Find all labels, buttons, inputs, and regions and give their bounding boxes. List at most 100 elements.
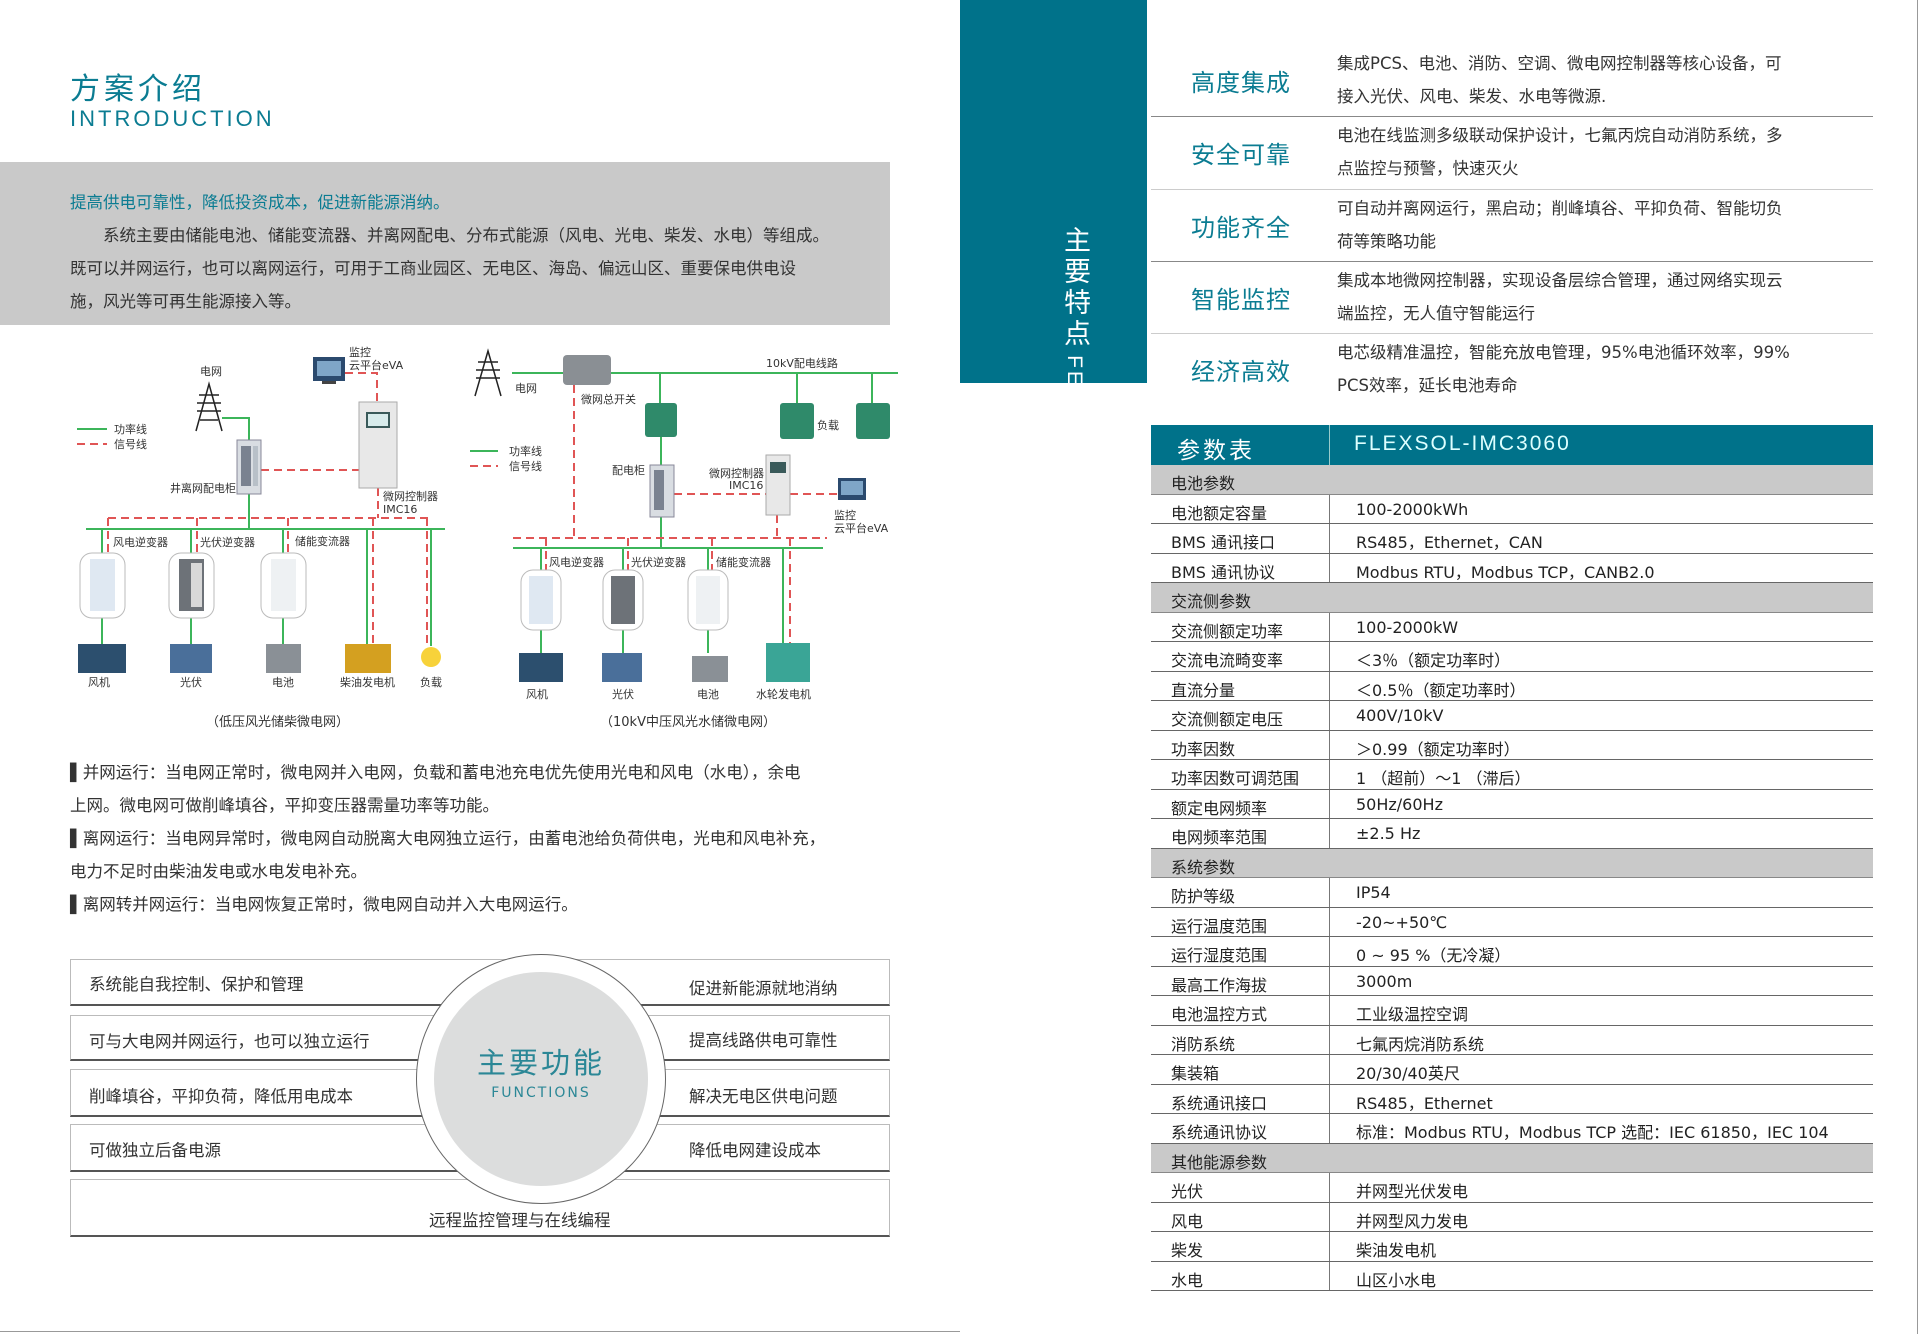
grid-tower-icon: [474, 348, 502, 397]
param-value: 1 （超前）～1 （滞后）: [1356, 769, 1531, 788]
param-label: 柴发: [1171, 1241, 1204, 1260]
param-label: BMS 通讯接口: [1171, 533, 1276, 552]
label-controller-model: IMC16: [383, 503, 418, 516]
param-label: 最高工作海拔: [1171, 975, 1268, 995]
wind-turbine-image: [78, 644, 126, 673]
intro-text-line: 施，风光等可再生能源接入等。: [70, 292, 301, 311]
feature-desc: 端监控，无人值守智能运行: [1337, 304, 1535, 323]
signal-lines-low: [77, 372, 428, 646]
label-pv: 光伏: [612, 688, 634, 701]
param-value: 七氟丙烷消防系统: [1356, 1034, 1485, 1054]
label-load: 负载: [817, 419, 839, 432]
inverter-icons: [79, 552, 307, 619]
feature-desc: 可自动并离网运行，黑启动；削峰填谷、平抑负荷、智能切负: [1337, 199, 1783, 218]
param-row: 光伏并网型光伏发电: [1151, 1173, 1873, 1203]
label-storage-converter: 储能变流器: [295, 535, 350, 548]
controller-icon: [765, 454, 791, 516]
mode-text-line: ▌并网运行：当电网正常时，微电网并入电网，负载和蓄电池充电优先使用光电和风电（水…: [70, 763, 801, 782]
column-divider: [1329, 937, 1330, 966]
param-value: 并网型风力发电: [1356, 1211, 1469, 1231]
param-label: 集装箱: [1171, 1064, 1220, 1083]
label-pv: 光伏: [180, 676, 202, 689]
label-controller: 微网控制器: [709, 467, 764, 480]
feature-item: 安全可靠 电池在线监测多级联动保护设计，七氟丙烷自动消防系统，多 点监控与预警，…: [1151, 117, 1873, 190]
feature-desc: 接入光伏、风电、柴发、水电等微源.: [1337, 87, 1607, 106]
label-cloud-platform: 云平台eVA: [349, 359, 404, 372]
label-wind-inverter: 风电逆变器: [549, 556, 604, 569]
label-cloud-platform: 云平台eVA: [834, 522, 889, 535]
label-wind-inverter: 风电逆变器: [113, 536, 168, 549]
param-row: 水电山区小水电: [1151, 1261, 1873, 1291]
bulb-icon: [421, 647, 441, 667]
functions-subtitle: FUNCTIONS: [491, 1085, 591, 1101]
column-divider: [1329, 1202, 1330, 1231]
column-divider: [1329, 612, 1330, 641]
label-controller-model: IMC16: [729, 479, 764, 492]
param-row: 电池温控方式工业级温控空调: [1151, 996, 1873, 1026]
mode-text-line: ▌离网转并网运行：当电网恢复正常时，微电网自动并入大电网运行。: [70, 895, 578, 914]
param-value: ＞0.99（额定功率时）: [1356, 739, 1520, 759]
grid-cabinet-icon: [236, 439, 262, 495]
param-value: 100-2000kWh: [1356, 499, 1469, 519]
param-label: 直流分量: [1171, 680, 1236, 700]
function-item: 可与大电网并网运行，也可以独立运行: [89, 1032, 370, 1051]
param-row: 运行温度范围-20~+50℃: [1151, 907, 1873, 937]
param-value: 50Hz/60Hz: [1356, 794, 1443, 814]
param-value: -20~+50℃: [1356, 912, 1448, 932]
label-grid: 电网: [200, 365, 222, 378]
functions-title: 主要功能: [476, 1046, 605, 1080]
label-grid: 电网: [515, 382, 537, 395]
param-row: 额定电网频率 50Hz/60Hz: [1151, 789, 1873, 819]
column-divider: [1329, 996, 1330, 1025]
label-hydro: 水轮发电机: [756, 688, 811, 701]
intro-title: 方案介绍: [70, 72, 206, 107]
column-divider: [1329, 1025, 1330, 1054]
label-wind: 风机: [88, 676, 110, 689]
column-divider: [1329, 1084, 1330, 1113]
param-label: 额定电网频率: [1171, 798, 1268, 818]
param-section-label: 系统参数: [1171, 857, 1236, 877]
param-label: 功率因数可调范围: [1171, 769, 1300, 788]
column-divider: [1329, 789, 1330, 818]
feature-title: 高度集成: [1191, 69, 1291, 97]
grid-tower-icon: [195, 381, 223, 432]
column-divider: [1329, 671, 1330, 700]
param-table-title: 参数表: [1177, 438, 1255, 464]
param-row: 功率因数可调范围 1 （超前）～1 （滞后）: [1151, 760, 1873, 790]
param-row: 系统通讯协议标准：Modbus RTU，Modbus TCP 选配：IEC 61…: [1151, 1114, 1873, 1144]
param-section-label: 交流侧参数: [1171, 592, 1252, 611]
param-label: 交流侧额定功率: [1171, 621, 1284, 641]
feature-title: 智能监控: [1191, 286, 1291, 314]
function-item: 解决无电区供电问题: [689, 1087, 838, 1106]
page-edge: [1917, 0, 1918, 1334]
label-battery: 电池: [697, 688, 719, 701]
param-row: 柴发柴油发电机: [1151, 1232, 1873, 1262]
param-label: 系统通讯协议: [1171, 1123, 1268, 1142]
param-model: FLEXSOL-IMC3060: [1354, 432, 1571, 455]
column-divider: [1329, 1261, 1330, 1290]
param-label: 交流侧额定电压: [1171, 710, 1284, 729]
param-label: 电池温控方式: [1171, 1005, 1268, 1024]
features-banner: [960, 0, 1147, 383]
function-item: 促进新能源就地消纳: [689, 979, 838, 998]
column-divider: [1329, 819, 1330, 848]
param-label: 功率因数: [1171, 739, 1236, 759]
controller-icon: [358, 401, 398, 489]
column-divider: [1329, 1232, 1330, 1261]
microgrid-diagrams: [77, 348, 898, 682]
param-value: 山区小水电: [1356, 1270, 1437, 1290]
legend-signal-line: 信号线: [509, 460, 542, 473]
mode-text-line: 上网。微电网可做削峰填谷，平抑变压器需量功率等功能。: [70, 796, 499, 815]
features-title: 主要特点 FEATURES: [1055, 226, 1094, 490]
param-value: Modbus RTU，Modbus TCP，CANB2.0: [1356, 562, 1655, 582]
function-item: 削峰填谷，平抑负荷，降低用电成本: [89, 1087, 353, 1106]
feature-title: 经济高效: [1191, 358, 1291, 386]
power-lines-low: [77, 417, 445, 646]
hydro-turbine-image: [766, 643, 810, 682]
param-label: 消防系统: [1171, 1034, 1236, 1054]
param-value: 400V/10kV: [1356, 706, 1444, 725]
power-lines-mid: [470, 372, 898, 653]
